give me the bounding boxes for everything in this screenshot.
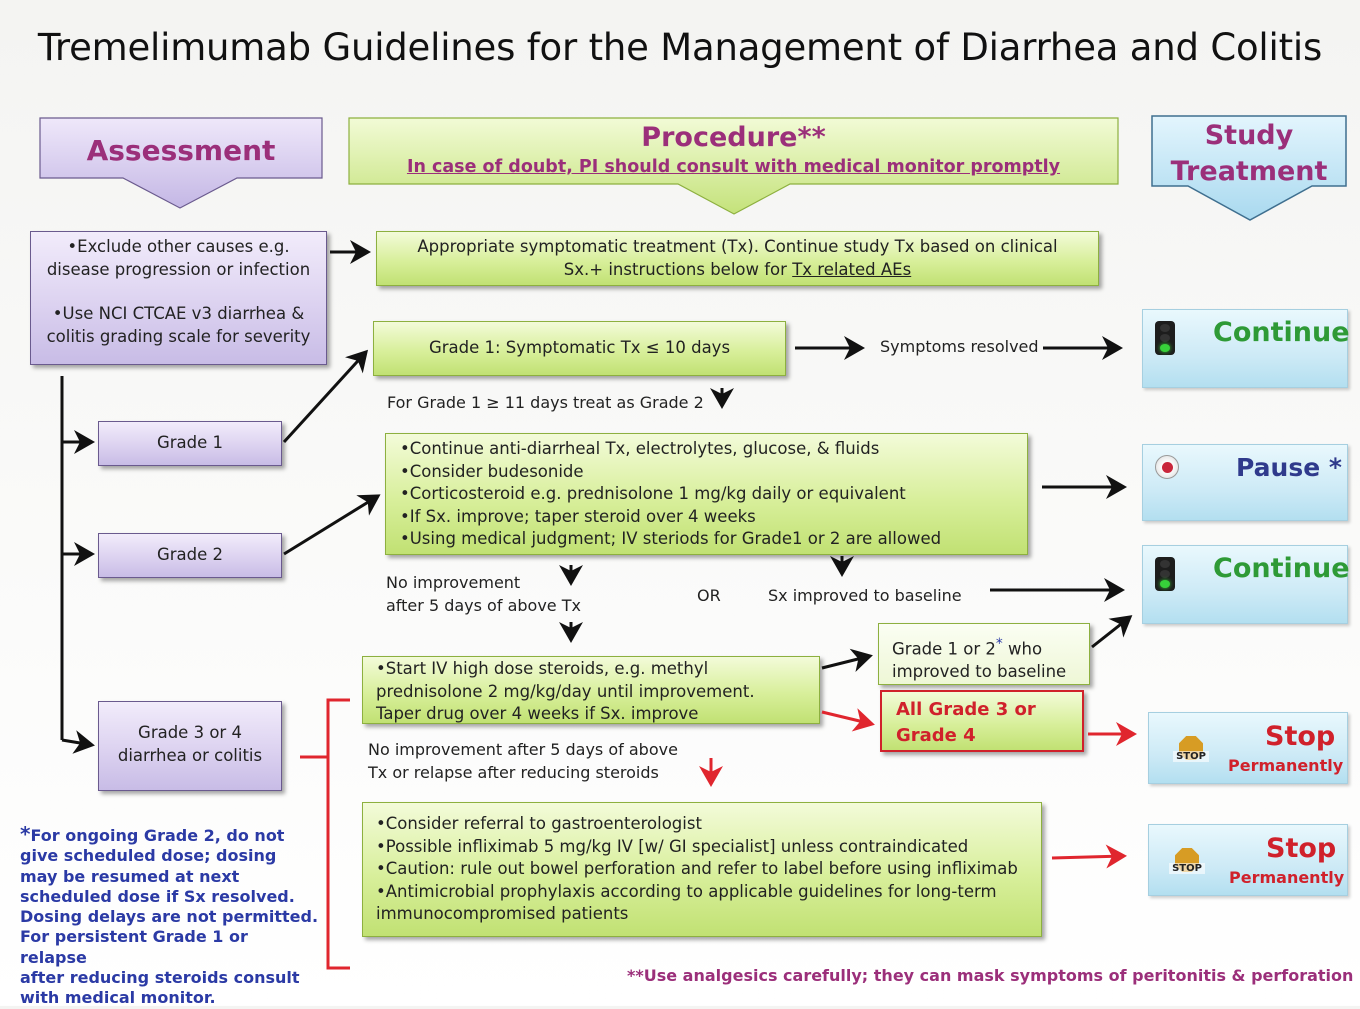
grade34-line2: diarrhea or colitis — [117, 745, 263, 765]
permanently-label: Permanently — [1229, 868, 1345, 887]
iv-line2: prednisolone 2 mg/kg/day until improveme… — [376, 681, 755, 701]
iv-line1: •Start IV high dose steroids, e.g. methy… — [376, 659, 709, 678]
analgesics-note: **Use analgesics carefully; they can mas… — [627, 966, 1354, 985]
stop-label: Stop — [1266, 833, 1337, 864]
assessment-header: Assessment — [40, 130, 322, 170]
grade12-line2: improved to baseline — [892, 662, 1067, 681]
procedure-header: Procedure** In case of doubt, PI should … — [349, 120, 1118, 184]
footnote-line-4: scheduled dose if Sx resolved. — [20, 886, 295, 906]
stop-sign-icon: STOP — [1173, 736, 1209, 768]
grade2-item-3: •Corticosteroid e.g. prednisolone 1 mg/k… — [400, 484, 906, 503]
status-continue-1: Continue — [1142, 309, 1350, 388]
symptomatic-line1: Appropriate symptomatic treatment (Tx). … — [417, 237, 1058, 256]
footnote-line-7: after reducing steroids consult — [20, 968, 300, 988]
footnote-line-3: may be resumed at next — [20, 866, 240, 886]
assessment-line4: colitis grading scale for severity — [46, 326, 311, 346]
stop-label: Stop — [1265, 721, 1336, 752]
symptoms-resolved-label: Symptoms resolved — [880, 337, 1039, 356]
grade12-line1-a: Grade 1 or 2 — [892, 639, 996, 659]
infliximab-item-5: immunocompromised patients — [376, 904, 629, 923]
infliximab-item-1: •Consider referral to gastroenterologist — [376, 814, 702, 833]
study-header-shape — [1151, 115, 1347, 221]
status-stop-2: STOP Stop Permanently — [1148, 824, 1348, 896]
status-stop-1: STOP Stop Permanently — [1148, 712, 1348, 784]
grade2-item-5: •Using medical judgment; IV steriods for… — [400, 529, 942, 548]
footnote: *For ongoing Grade 2, do not give schedu… — [20, 824, 320, 1009]
infliximab-item-4: •Antimicrobial prophylaxis according to … — [376, 881, 997, 901]
grade2-item-1: •Continue anti-diarrheal Tx, electrolyte… — [400, 439, 880, 458]
grade2-item-2: •Consider budesonide — [400, 461, 584, 481]
symptomatic-line2: Sx.+ instructions below for — [563, 259, 793, 279]
all-grade34-box: All Grade 3 or Grade 4 — [880, 690, 1084, 752]
grade1-box: Grade 1 — [98, 421, 282, 466]
assessment-line3: •Use NCI CTCAE v3 diarrhea & — [52, 304, 305, 323]
grade34-line1: Grade 3 or 4 — [138, 723, 242, 742]
procedure-header-shape — [348, 117, 1119, 215]
relapse-line2: Tx or relapse after reducing steroids — [368, 762, 659, 782]
assessment-line2: disease progression or infection — [46, 259, 311, 279]
stop-sign-icon: STOP — [1169, 848, 1205, 880]
procedure-header-label: Procedure** — [641, 122, 826, 153]
footnote-line-8: with medical monitor. — [20, 988, 216, 1008]
study-header-line2: Treatment — [1170, 156, 1328, 187]
no-improvement-label: No improvement after 5 days of above Tx — [386, 572, 581, 617]
continue-label: Continue — [1213, 317, 1350, 348]
study-treatment-header: Study Treatment — [1152, 118, 1346, 190]
grade1-label: Grade 1 — [156, 433, 224, 453]
footnote-line-5: Dosing delays are not permitted. — [20, 907, 319, 927]
continue-label: Continue — [1213, 553, 1350, 584]
symptomatic-treatment-box: Appropriate symptomatic treatment (Tx). … — [376, 231, 1099, 286]
footnote-star: * — [20, 822, 31, 846]
pause-label: Pause * — [1236, 453, 1342, 482]
iv-steroids-box: •Start IV high dose steroids, e.g. methy… — [362, 656, 820, 724]
sx-improved-label: Sx improved to baseline — [768, 586, 962, 605]
footnote-line-2: give scheduled dose; dosing — [20, 846, 277, 866]
grade12-footnote-mark: * — [995, 636, 1003, 652]
grade2-item-4: •If Sx. improve; taper steroid over 4 we… — [400, 506, 756, 526]
study-header-line1: Study — [1204, 120, 1294, 151]
assessment-line1: •Exclude other causes e.g. — [67, 237, 290, 256]
traffic-light-icon — [1155, 321, 1175, 355]
footnote-line-6: For persistent Grade 1 or relapse — [20, 927, 248, 967]
grade2-treatment-box: •Continue anti-diarrheal Tx, electrolyte… — [385, 433, 1028, 555]
pause-icon — [1155, 455, 1179, 479]
status-pause: Pause * — [1142, 444, 1348, 521]
grade12-improved-box: Grade 1 or 2* who improved to baseline — [878, 623, 1090, 685]
or-label: OR — [697, 586, 721, 605]
all-grade34-line2: Grade 4 — [896, 725, 976, 746]
assessment-header-shape — [39, 117, 323, 209]
footnote-line-1: For ongoing Grade 2, do not — [30, 826, 285, 845]
relapse-line1: No improvement after 5 days of above — [368, 740, 678, 759]
relapse-label: No improvement after 5 days of above Tx … — [368, 739, 678, 784]
infliximab-item-2: •Possible infliximab 5 mg/kg IV [w/ GI s… — [376, 836, 969, 856]
procedure-header-subtitle: In case of doubt, PI should consult with… — [406, 157, 1061, 177]
grade2-label: Grade 2 — [156, 545, 224, 565]
traffic-light-icon — [1155, 557, 1175, 591]
page-title: Tremelimumab Guidelines for the Manageme… — [37, 26, 1323, 69]
iv-line3: Taper drug over 4 weeks if Sx. improve — [376, 704, 699, 723]
grade1-treatment-box: Grade 1: Symptomatic Tx ≤ 10 days — [373, 321, 786, 376]
all-grade34-line1: All Grade 3 or — [896, 699, 1036, 720]
assessment-header-label: Assessment — [86, 133, 276, 167]
status-continue-2: Continue — [1142, 545, 1350, 624]
permanently-label: Permanently — [1228, 756, 1344, 775]
grade12-line1-b: who — [1002, 639, 1043, 659]
grade1-treatment-label: Grade 1: Symptomatic Tx ≤ 10 days — [428, 338, 731, 358]
grade2-box: Grade 2 — [98, 533, 282, 578]
no-improvement-line2: after 5 days of above Tx — [386, 595, 581, 615]
grade1-note: For Grade 1 ≥ 11 days treat as Grade 2 — [387, 393, 704, 412]
infliximab-box: •Consider referral to gastroenterologist… — [362, 802, 1042, 937]
assessment-box: •Exclude other causes e.g. disease progr… — [30, 231, 327, 365]
no-improvement-line1: No improvement — [386, 573, 521, 592]
infliximab-item-3: •Caution: rule out bowel perforation and… — [376, 859, 1018, 878]
grade34-box: Grade 3 or 4 diarrhea or colitis — [98, 701, 282, 791]
tx-related-aes-link[interactable]: Tx related AEs — [792, 259, 912, 279]
